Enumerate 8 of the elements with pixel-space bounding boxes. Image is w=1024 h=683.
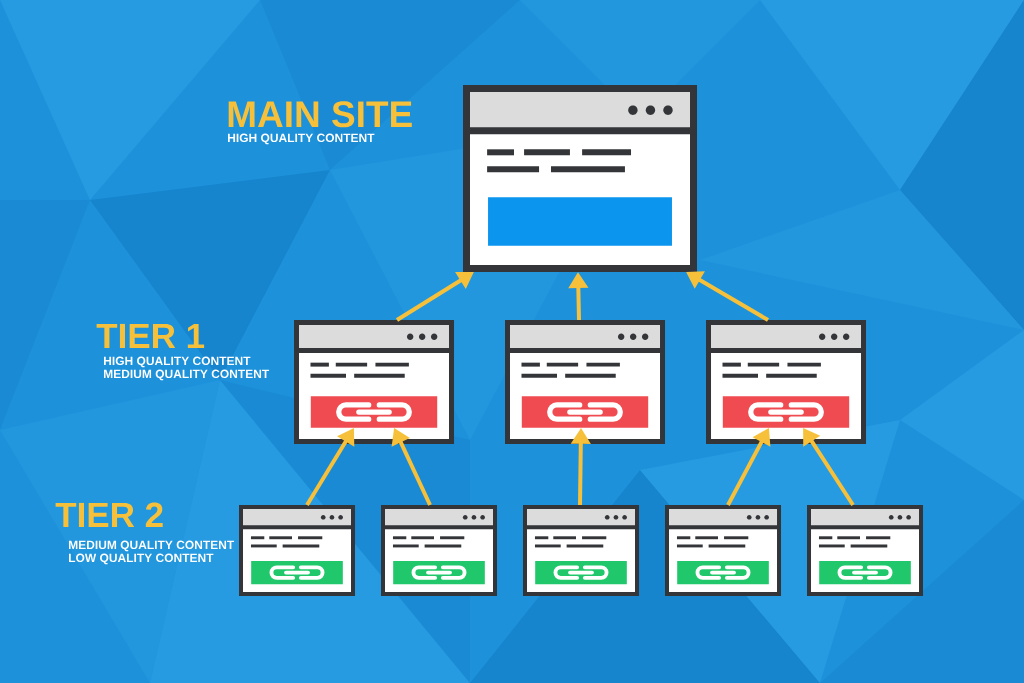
browser-window <box>463 85 697 272</box>
description: HIGH QUALITY CONTENT <box>228 133 375 145</box>
heading: TIER 2 <box>55 502 163 527</box>
description: MEDIUM QUALITY CONTENT <box>104 369 270 381</box>
heading: TIER 1 <box>96 323 205 348</box>
description: HIGH QUALITY CONTENT <box>104 356 251 368</box>
description: LOW QUALITY CONTENT <box>69 553 214 565</box>
heading: MAIN SITE <box>228 101 412 128</box>
